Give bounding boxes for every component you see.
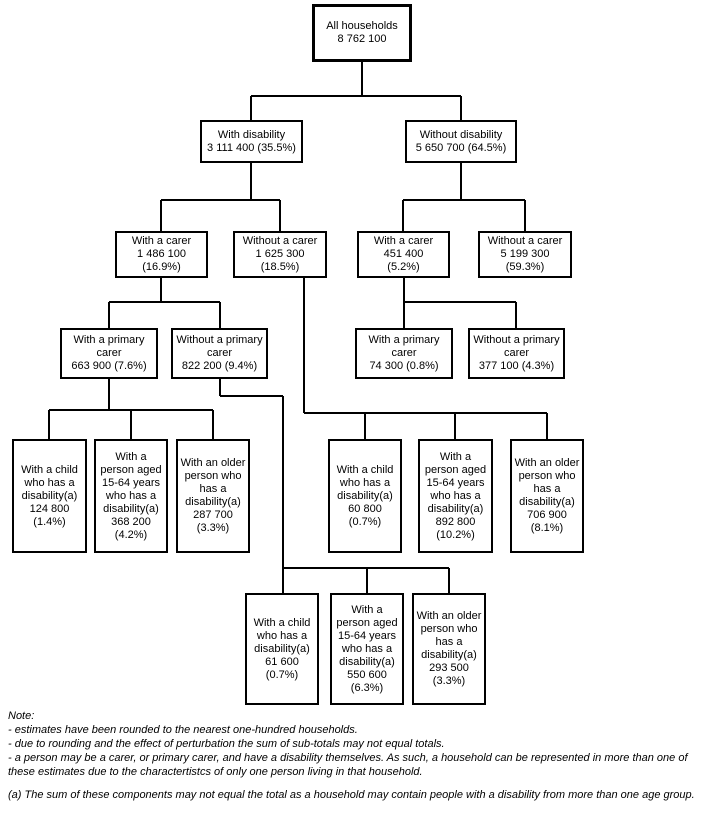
node-percent: (1.4%)	[33, 515, 66, 528]
node-percent: (3.3%)	[196, 522, 230, 534]
node-value: 451 400	[383, 248, 424, 260]
node-no-carer-child-disability: With a child who has a disability(a) 60 …	[328, 439, 402, 553]
node-percent: (0.7%)	[348, 515, 382, 528]
node-value: 8 762 100	[337, 33, 387, 45]
node-label: With a person aged 15-64 years who has a…	[336, 603, 398, 668]
notes-section: Note: - estimates have been rounded to t…	[8, 709, 700, 779]
node-primary-carer-child-disability: With a child who has a disability(a) 124…	[12, 439, 87, 553]
node-percent: (8.1%)	[530, 522, 564, 534]
node-no-primary-carer-adult-disability: With a person aged 15-64 years who has a…	[330, 593, 404, 705]
node-no-carer-adult-disability: With a person aged 15-64 years who has a…	[418, 439, 493, 553]
node-label: With a carer	[131, 235, 192, 247]
node-value: 74 300 (0.8%)	[369, 360, 439, 372]
node-percent: (59.3%)	[505, 261, 545, 273]
node-nodisability-with-primary-carer: With a primary carer 74 300 (0.8%)	[355, 328, 453, 379]
node-value: 368 200	[111, 515, 151, 528]
node-label: With a child who has a disability(a)	[21, 463, 78, 502]
node-value: 1 486 100	[137, 248, 186, 260]
node-all-households: All households 8 762 100	[312, 4, 412, 62]
node-value: 3 111 400 (35.5%)	[207, 141, 296, 154]
node-label: With an older person who has a disabilit…	[180, 457, 246, 508]
node-value: 293 500	[429, 662, 469, 674]
node-label: Without a carer	[242, 235, 318, 247]
node-value: 550 600	[347, 668, 387, 681]
node-value: 706 900	[527, 509, 567, 521]
node-label: With a person aged 15-64 years who has a…	[100, 450, 162, 515]
node-percent: (5.2%)	[387, 261, 420, 273]
note-item: - estimates have been rounded to the nea…	[8, 724, 358, 736]
node-label: All households	[326, 20, 398, 32]
node-disability-with-carer: With a carer 1 486 100 (16.9%)	[115, 231, 208, 278]
node-value: 892 800	[435, 515, 476, 528]
node-nodisability-without-carer: Without a carer 5 199 300 (59.3%)	[478, 231, 572, 278]
node-percent: (3.3%)	[432, 675, 466, 687]
note-heading: Note:	[8, 710, 35, 722]
node-disability-without-primary-carer: Without a primary carer 822 200 (9.4%)	[171, 328, 268, 379]
node-nodisability-with-carer: With a carer 451 400 (5.2%)	[357, 231, 450, 278]
node-label: With a carer	[373, 235, 434, 247]
node-percent: (18.5%)	[260, 261, 300, 273]
node-value: 663 900 (7.6%)	[71, 360, 147, 372]
node-percent: (4.2%)	[114, 528, 148, 541]
node-disability-without-carer: Without a carer 1 625 300 (18.5%)	[233, 231, 327, 278]
node-value: 287 700	[193, 509, 233, 521]
node-label: With an older person who has a disabilit…	[416, 610, 482, 661]
node-no-primary-carer-older-disability: With an older person who has a disabilit…	[412, 593, 486, 705]
node-label: Without disability	[419, 128, 503, 141]
node-percent: (10.2%)	[436, 528, 475, 541]
node-primary-carer-older-disability: With an older person who has a disabilit…	[176, 439, 250, 553]
footnote-a: (a) The sum of these components may not …	[8, 789, 695, 801]
node-percent: (6.3%)	[350, 681, 384, 694]
node-label: With a primary carer	[368, 334, 440, 359]
node-label: Without a primary carer	[176, 334, 263, 359]
node-with-disability: With disability 3 111 400 (35.5%)	[200, 120, 303, 163]
node-value: 822 200 (9.4%)	[181, 360, 258, 372]
node-disability-with-primary-carer: With a primary carer 663 900 (7.6%)	[60, 328, 158, 379]
node-value: 377 100 (4.3%)	[478, 360, 555, 372]
node-value: 61 600	[265, 655, 299, 668]
node-value: 5 199 300	[500, 248, 550, 260]
node-label: With a child who has a disability(a)	[253, 616, 311, 655]
node-percent: (16.9%)	[142, 261, 181, 273]
node-no-carer-older-disability: With an older person who has a disabilit…	[510, 439, 584, 553]
node-label: Without a primary carer	[473, 334, 560, 359]
node-nodisability-without-primary-carer: Without a primary carer 377 100 (4.3%)	[468, 328, 565, 379]
node-label: With a primary carer	[73, 334, 145, 359]
node-label: With a person aged 15-64 years who has a…	[424, 450, 487, 515]
node-label: With an older person who has a disabilit…	[514, 457, 580, 508]
node-percent: (0.7%)	[265, 668, 299, 681]
note-item: - a person may be a carer, or primary ca…	[8, 752, 688, 778]
node-value: 124 800	[29, 502, 70, 515]
node-label: With a child who has a disability(a)	[336, 463, 394, 502]
node-label: With disability	[217, 128, 286, 141]
node-without-disability: Without disability 5 650 700 (64.5%)	[405, 120, 517, 163]
node-value: 1 625 300	[255, 248, 305, 260]
node-primary-carer-adult-disability: With a person aged 15-64 years who has a…	[94, 439, 168, 553]
node-label: Without a carer	[487, 235, 563, 247]
note-item: - due to rounding and the effect of pert…	[8, 738, 445, 750]
node-no-primary-carer-child-disability: With a child who has a disability(a) 61 …	[245, 593, 319, 705]
node-value: 60 800	[348, 502, 382, 515]
node-value: 5 650 700 (64.5%)	[415, 141, 507, 154]
